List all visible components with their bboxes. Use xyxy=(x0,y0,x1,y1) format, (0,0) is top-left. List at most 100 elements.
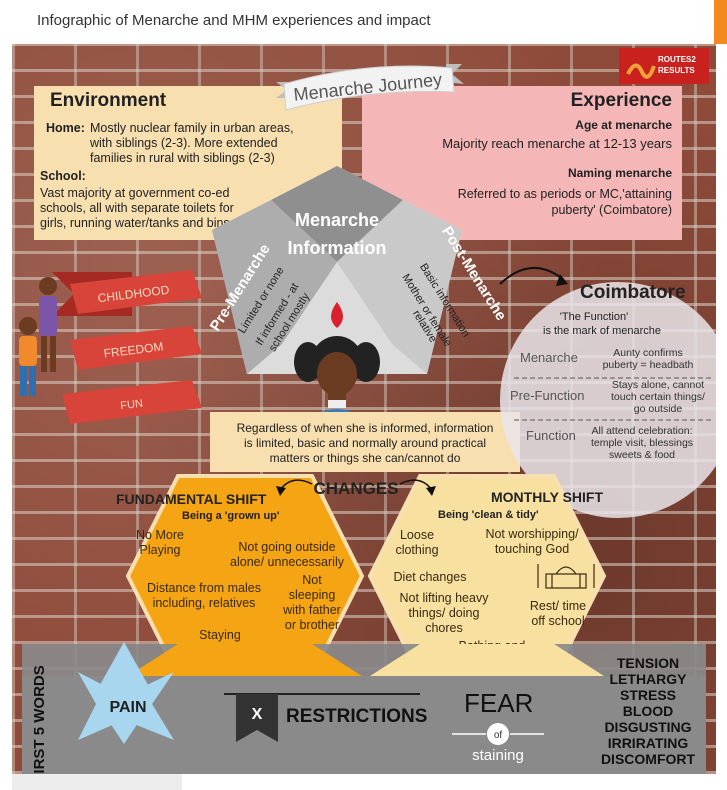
item-sleep-1: Not xyxy=(302,573,322,587)
item-loose-1: Loose xyxy=(400,528,434,542)
child-head-icon xyxy=(39,277,57,295)
fundamental-shift-sub: Being a 'grown up' xyxy=(182,510,280,522)
arrow-left-icon xyxy=(276,486,286,496)
coimbatore-panel: Coimbatore 'The Function' is the mark of… xyxy=(499,266,716,518)
routes2results-logo: ROUTES2 RESULTS xyxy=(619,48,709,84)
coimbatore-row-2-line-2: touch certain things/ xyxy=(611,391,705,403)
item-home-1: Staying xyxy=(199,628,241,642)
monthly-shift-title: MONTHLY SHIFT xyxy=(491,489,603,505)
coimbatore-row-2-line-1: Stays alone, cannot xyxy=(612,379,704,391)
coimbatore-row-label-1: Menarche xyxy=(520,350,578,365)
age-label: Age at menarche xyxy=(575,118,672,132)
monthly-shift-sub: Being 'clean & tidy' xyxy=(438,509,539,521)
home-line-2: with siblings (2-3). More extended xyxy=(89,136,278,150)
coimbatore-row-1-line-2: puberty = headbath xyxy=(603,359,694,371)
coimbatore-row-label-3: Function xyxy=(526,428,576,443)
item-outside-1: Not going outside xyxy=(238,540,335,554)
fundamental-shift-title: FUNDAMENTAL SHIFT xyxy=(116,491,267,507)
coimbatore-row-3-line-3: sweets & food xyxy=(609,449,675,461)
coimbatore-row-2-line-3: go outside xyxy=(634,403,683,415)
logo-text-1: ROUTES2 xyxy=(658,55,696,64)
coimbatore-sub-2: is the mark of menarche xyxy=(543,325,661,337)
page-header: Infographic of Menarche and MHM experien… xyxy=(0,0,727,44)
arrow-right-icon xyxy=(426,486,436,496)
coimbatore-heading: Coimbatore xyxy=(580,282,686,303)
item-no-more-1: No More xyxy=(136,528,184,542)
item-diet: Diet changes xyxy=(394,570,467,584)
item-lift-3: chores xyxy=(425,621,463,635)
item-sleep-4: or brother xyxy=(285,618,339,632)
first-words-label: FIRST 5 WORDS xyxy=(31,665,48,774)
infographic-canvas: ROUTES2 RESULTS Environment Home: Mostly… xyxy=(19,48,716,774)
note-line-3: matters or things she can/cannot do xyxy=(270,451,461,465)
item-lift-2: things/ doing xyxy=(409,606,480,620)
accent-bar xyxy=(714,0,727,44)
page-title: Infographic of Menarche and MHM experien… xyxy=(37,12,431,29)
naming-line-1: Referred to as periods or MC,'attaining xyxy=(458,187,672,201)
child-head-icon-2 xyxy=(19,317,37,335)
word-blood: BLOOD xyxy=(623,703,674,719)
item-worship-2: touching God xyxy=(495,542,569,556)
information-note: Regardless of when she is informed, info… xyxy=(210,412,520,472)
experience-panel: Experience Age at menarche Majority reac… xyxy=(362,86,682,240)
school-line-1: Vast majority at government co-ed xyxy=(40,186,229,200)
home-line-1: Mostly nuclear family in urban areas, xyxy=(90,121,294,135)
pain-star-icon xyxy=(78,642,174,744)
item-no-more-2: Playing xyxy=(140,543,181,557)
x-bookmark-icon xyxy=(236,694,278,742)
changes-heading: CHANGES xyxy=(313,479,398,498)
changes-section: CHANGES FUNDAMENTAL SHIFT Being a 'grown… xyxy=(116,474,607,678)
coimbatore-row-1-line-1: Aunty confirms xyxy=(613,347,682,359)
information-title-2: Information xyxy=(288,238,387,258)
word-irrirating: IRRIRATING xyxy=(608,735,689,751)
ribbon-fun: FUN xyxy=(120,398,144,413)
girl-illustration xyxy=(294,336,380,422)
item-sleep-2: sleeping xyxy=(289,588,336,602)
item-distance-2: including, relatives xyxy=(153,596,256,610)
coimbatore-row-3-line-2: temple visit, blessings xyxy=(591,437,693,449)
item-rest-1: Rest/ time xyxy=(530,599,586,613)
blood-drop-icon xyxy=(331,302,343,328)
fear-word: FEAR xyxy=(464,688,533,718)
coimbatore-row-3-line-1: All attend celebration: xyxy=(592,425,693,437)
word-stress: STRESS xyxy=(620,687,676,703)
note-line-1: Regardless of when she is informed, info… xyxy=(237,421,494,435)
home-label: Home: xyxy=(46,121,85,135)
naming-line-2: puberty' (Coimbatore) xyxy=(552,203,673,217)
word-lethargy: LETHARGY xyxy=(610,671,688,687)
item-loose-2: clothing xyxy=(395,543,438,557)
item-sleep-3: with father xyxy=(282,603,341,617)
coimbatore-row-label-2: Pre-Function xyxy=(510,388,584,403)
temple-icon xyxy=(537,564,595,589)
first-five-words-bar: FIRST 5 WORDS PAIN X RESTRICTIONS FEAR o… xyxy=(22,642,706,774)
item-rest-2: off school xyxy=(531,614,584,628)
staining-word: staining xyxy=(472,747,524,764)
item-distance-1: Distance from males xyxy=(147,581,261,595)
experience-heading: Experience xyxy=(571,90,672,111)
environment-heading: Environment xyxy=(50,90,167,111)
word-disgusting: DISGUSTING xyxy=(604,719,691,735)
item-outside-2: alone/ unnecessarily xyxy=(230,555,345,569)
restrictions-word: RESTRICTIONS xyxy=(286,706,427,727)
word-discomfort: DISCOMFORT xyxy=(601,751,696,767)
logo-text-2: RESULTS xyxy=(658,66,695,75)
childhood-ribbons: CHILDHOOD FREEDOM FUN xyxy=(19,270,202,424)
infographic-poster: ROUTES2 RESULTS Environment Home: Mostly… xyxy=(12,44,716,774)
of-word: of xyxy=(494,730,503,741)
pain-word: PAIN xyxy=(109,699,146,716)
home-line-3: families in rural with siblings (2-3) xyxy=(90,151,275,165)
item-worship-1: Not worshipping/ xyxy=(485,527,579,541)
environment-panel: Environment Home: Mostly nuclear family … xyxy=(34,86,342,240)
age-text: Majority reach menarche at 12-13 years xyxy=(442,136,672,151)
naming-label: Naming menarche xyxy=(568,166,672,180)
school-label: School: xyxy=(40,169,86,183)
words-list: TENSION LETHARGY STRESS BLOOD DISGUSTING… xyxy=(601,655,696,767)
word-tension: TENSION xyxy=(617,655,679,671)
item-lift-1: Not lifting heavy xyxy=(400,591,490,605)
note-line-2: is limited, basic and normally around pr… xyxy=(244,436,486,450)
information-title-1: Menarche xyxy=(295,210,379,230)
coimbatore-sub-1: 'The Function' xyxy=(560,311,628,323)
footer-strip xyxy=(12,774,182,790)
school-line-2: schools, all with separate toilets for xyxy=(40,201,234,215)
arrow-icon xyxy=(556,274,568,286)
